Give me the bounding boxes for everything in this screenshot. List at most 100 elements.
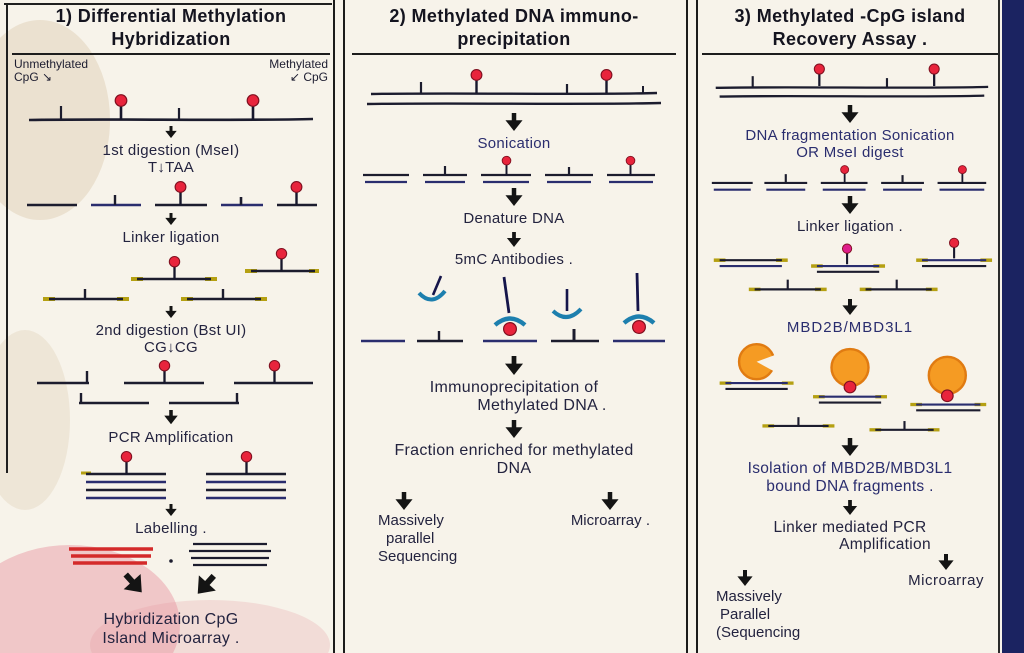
panel-title: 3) Methylated -CpG island Recovery Assay…	[702, 5, 998, 50]
methyl-cpg-icon	[268, 359, 281, 385]
flow-arrow-icon	[935, 554, 957, 570]
labelled-stacks-diagram	[69, 543, 271, 567]
methyl-cpg-icon	[501, 155, 512, 177]
page-left-border	[6, 3, 8, 473]
panel1-top-border	[4, 3, 332, 5]
step-denature-dna: Denature DNA	[463, 210, 565, 228]
mbd-protein-icon	[927, 355, 967, 403]
panel-title-line: Hybridization	[111, 28, 231, 49]
branch-sequencing: Massively Parallel (Sequencing	[716, 568, 800, 642]
methyl-cpg-icon	[114, 93, 128, 121]
flow-arrow-icon	[503, 232, 525, 247]
flow-arrow-icon	[160, 126, 182, 138]
flow-arrow-icon	[502, 188, 526, 206]
flow-arrow-icon	[502, 420, 526, 438]
methyl-cpg-icon	[625, 155, 636, 177]
fragments-diagram	[711, 164, 987, 191]
methyl-cpg-icon	[813, 62, 826, 87]
panel-methylated-cpg-island-recovery-assay: 3) Methylated -CpG island Recovery Assay…	[702, 5, 998, 650]
methyl-cpg-icon	[290, 179, 303, 206]
branch-microarray: Microarray	[908, 552, 984, 590]
flow-arrow-icon	[598, 492, 622, 510]
step-labelling: Labelling .	[135, 519, 207, 537]
methyl-cpg-icon	[841, 242, 853, 265]
flow-arrow-icon	[839, 500, 861, 515]
step-immunoprecipitation: Immunoprecipitation of Methylated DNA .	[429, 378, 607, 415]
flow-arrow-icon	[501, 356, 527, 375]
flow-arrow-icon	[734, 570, 756, 586]
sonicated-fragments-diagram	[363, 155, 655, 184]
methyl-cpg-icon	[120, 450, 133, 475]
panel-title-line: 2) Methylated DNA immuno-	[389, 6, 639, 26]
panel-divider	[333, 0, 345, 653]
methyl-cpg-icon	[470, 68, 483, 94]
methyl-cpg-icon	[600, 68, 613, 94]
branch-sequencing: Massively parallel Sequencing	[378, 490, 457, 566]
panel-title: 2) Methylated DNA immuno- precipitation	[352, 5, 676, 50]
mbd-protein-icon	[737, 342, 778, 381]
mbd-protein-icon	[830, 347, 870, 394]
panel-differential-methylation-hybridization: 1) Differential Methylation Hybridizatio…	[12, 5, 330, 650]
flow-arrow-icon	[392, 492, 416, 510]
flow-arrow-icon	[502, 113, 526, 131]
methyl-cpg-icon	[246, 93, 260, 121]
antibody-icon	[551, 288, 583, 319]
linker-ligated-fragments-diagram	[713, 236, 993, 291]
title-underline	[702, 53, 998, 55]
flow-arrow-icon	[839, 299, 861, 315]
double-strand-dna-diagram	[366, 68, 662, 106]
methylated-cpg-label: Methylated↙ CpG	[269, 57, 328, 85]
flow-arrow-icon	[160, 504, 182, 516]
antibody-bound-methyl-icon	[622, 272, 656, 334]
double-strand-dna-diagram	[715, 62, 989, 98]
readout-branches: Massively Parallel (Sequencing Microarra…	[702, 560, 998, 642]
step-linker-mediated-pcr: Linker mediated PCR Amplification	[773, 518, 931, 554]
readout-branches: Massively parallel Sequencing Microarray…	[352, 490, 676, 566]
step-mbd-proteins: MBD2B/MBD3L1	[786, 318, 914, 336]
methyl-cpg-icon	[948, 236, 960, 259]
flow-arrow-icon	[160, 306, 182, 318]
title-underline	[12, 53, 330, 55]
flow-arrow-icon	[838, 196, 862, 214]
panel-title-line: 1) Differential Methylation	[55, 6, 287, 26]
panel-title: 1) Differential Methylation Hybridizatio…	[12, 5, 330, 50]
title-underline	[352, 53, 676, 55]
flow-arrow-icon	[838, 438, 862, 456]
flow-arrow-icon	[838, 105, 862, 123]
methyl-cpg-icon	[168, 255, 181, 280]
panel-title-line: precipitation	[457, 28, 571, 49]
step-pcr-amplification: PCR Amplification	[108, 428, 234, 446]
panel-title-line: 3) Methylated -CpG island	[734, 6, 966, 26]
page-right-edge	[1002, 0, 1024, 653]
methyl-cpg-icon	[174, 179, 187, 206]
panel-title-line: Recovery Assay .	[772, 28, 928, 49]
converging-arrows-icon	[117, 567, 223, 602]
linker-ligated-fragments-diagram	[43, 247, 319, 301]
methyl-cpg-icon	[927, 62, 941, 87]
dna-with-methylation-diagram	[28, 93, 314, 122]
methyl-cpg-icon	[275, 247, 288, 272]
mbd-protein-binding-diagram	[719, 342, 987, 432]
panel-methylated-dna-immunoprecipitation: 2) Methylated DNA immuno- precipitation …	[352, 5, 676, 650]
flow-arrow-icon	[158, 410, 184, 424]
methyl-cpg-icon	[158, 359, 171, 385]
branch-microarray: Microarray .	[571, 490, 650, 530]
step-second-digestion: 2nd digestion (Bst UI)CG↓CG	[95, 321, 247, 357]
pcr-product-stacks-diagram	[81, 450, 286, 500]
methyl-cpg-icon	[839, 164, 850, 184]
antibody-binding-diagram	[361, 272, 665, 343]
step-5mc-antibodies: 5mC Antibodies .	[454, 250, 574, 268]
antibody-bound-methyl-icon	[493, 276, 527, 336]
page-right-border	[998, 0, 1000, 653]
step-first-digestion: 1st digestion (MseI)T↓TAA	[102, 142, 240, 177]
step-sonication: Sonication	[477, 135, 551, 152]
second-digestion-fragments-diagram	[37, 359, 313, 405]
panel-divider	[686, 0, 698, 653]
methyl-cpg-icon	[240, 450, 253, 475]
